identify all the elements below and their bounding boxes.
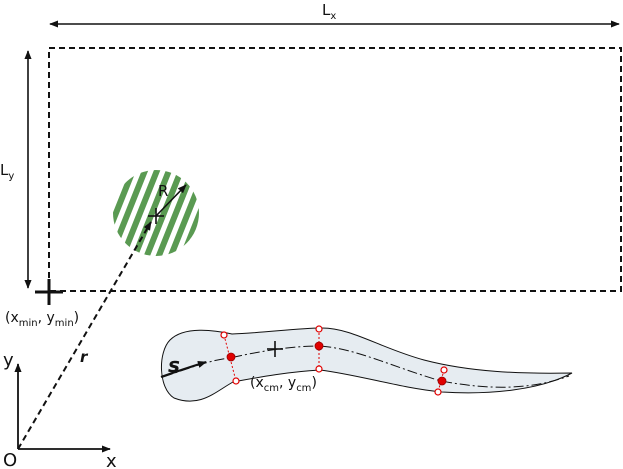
r-label: r (80, 348, 89, 366)
origin-label: O (3, 450, 17, 469)
s-label: s (168, 353, 180, 377)
worm-body (160, 327, 573, 402)
radius-arrow (155, 184, 187, 217)
ly-label: Ly (0, 161, 14, 182)
worm-centerline (162, 345, 570, 388)
min-corner-cross (35, 279, 63, 305)
arclength-s-arrow (160, 360, 207, 379)
center-of-mass-label: (xcm, ycm) (250, 375, 317, 394)
domain-boundary (48, 47, 622, 292)
lx-label: Lx (322, 1, 336, 22)
min-corner-label: (xmin, ymin) (5, 310, 79, 329)
radius-label: R (158, 182, 168, 200)
position-vector-r (17, 221, 152, 450)
worm-centerline-nodes (226, 341, 447, 386)
center-of-mass-cross (267, 341, 283, 357)
x-axis-label: x (106, 451, 117, 469)
y-axis-label: y (3, 350, 14, 371)
worm-boundary-nodes (220, 325, 448, 396)
